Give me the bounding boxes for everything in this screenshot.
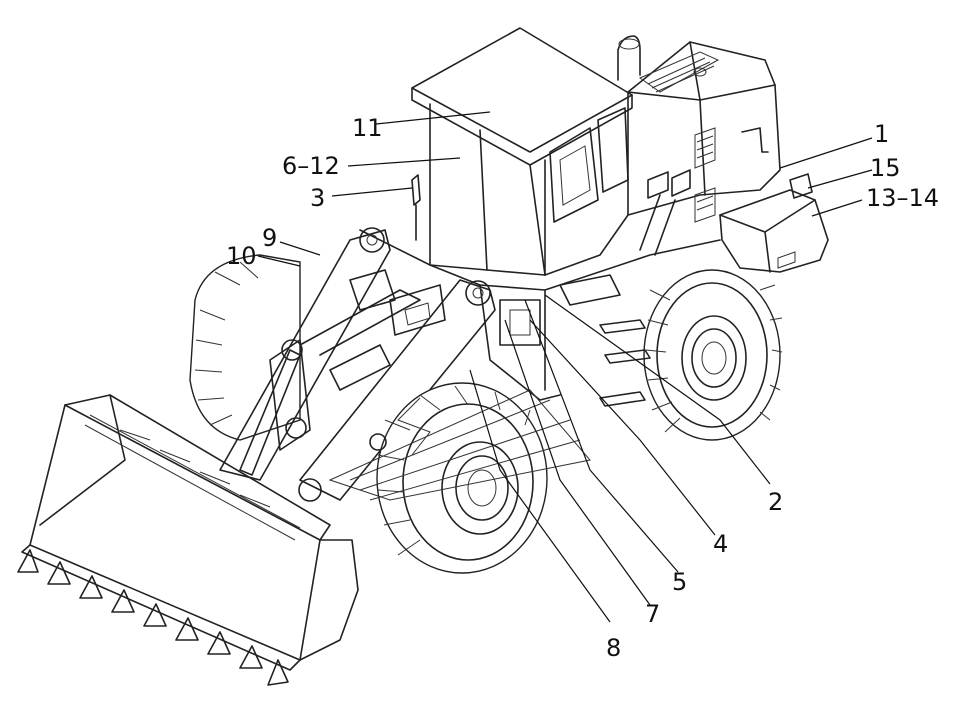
operator-cab xyxy=(411,27,691,276)
exhaust-stack xyxy=(617,35,641,81)
callout-1: 1 xyxy=(874,120,889,148)
leader-lines xyxy=(257,111,873,623)
callout-3: 3 xyxy=(310,184,325,212)
callout-15: 15 xyxy=(870,154,901,182)
callout-7: 7 xyxy=(645,600,660,628)
rear-left-tire xyxy=(189,254,301,441)
callout-13-14: 13–14 xyxy=(866,184,939,212)
front-right-tire xyxy=(369,382,548,574)
mirror xyxy=(411,174,421,241)
front-frame xyxy=(359,194,721,407)
tilt-linkage xyxy=(269,269,446,451)
hydraulic-cylinder xyxy=(239,349,301,476)
callout-4: 4 xyxy=(713,530,728,558)
hidden-outline xyxy=(328,389,591,501)
callout-10: 10 xyxy=(226,242,257,270)
callout-5: 5 xyxy=(672,568,687,596)
callout-9: 9 xyxy=(262,224,277,252)
lift-arm-left xyxy=(219,227,391,481)
lift-arm-right xyxy=(298,279,496,502)
rear-right-tire xyxy=(643,269,783,441)
counterweight xyxy=(719,173,829,273)
bucket xyxy=(17,394,359,686)
callout-8: 8 xyxy=(606,634,621,662)
engine-hood xyxy=(627,41,781,223)
callout-2: 2 xyxy=(768,488,783,516)
callout-6-12: 6–12 xyxy=(282,152,340,180)
callout-11: 11 xyxy=(352,114,383,142)
